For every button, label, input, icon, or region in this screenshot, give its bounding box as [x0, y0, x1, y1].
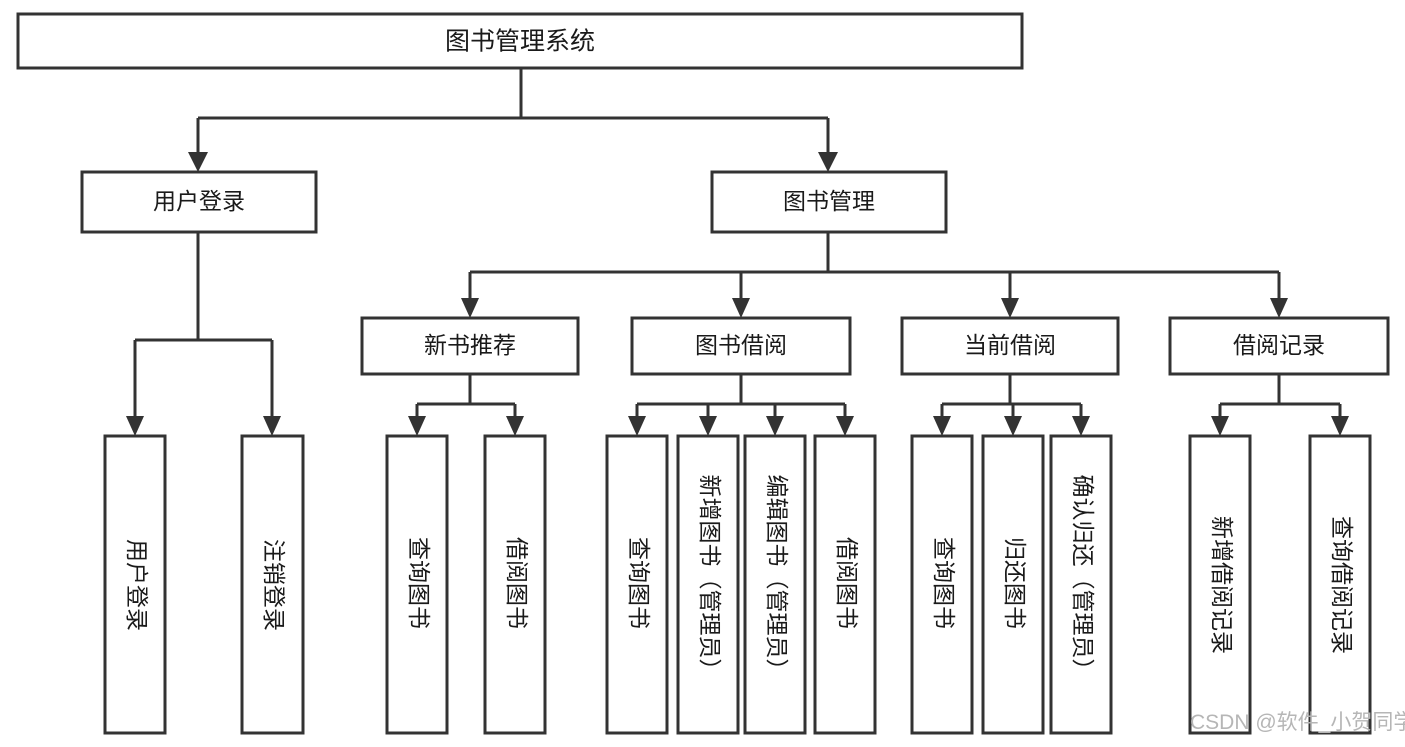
leaf-node-query-book-borrow[interactable]: 查询图书 — [605, 434, 669, 735]
leaf-query-book-rec-label: 查询图书 — [406, 537, 432, 629]
leaf-node-borrow-book[interactable]: 借阅图书 — [813, 434, 877, 735]
arrow-to-user-login — [188, 152, 208, 172]
leaf-add-book-label: 新增图书（管理员） — [697, 475, 723, 682]
arrow-leaf-query-record — [1331, 416, 1349, 436]
node-book-manage-label: 图书管理 — [783, 188, 875, 214]
arrow-leaf-add-record — [1211, 416, 1229, 436]
arrow-leaf-return-book — [1004, 416, 1022, 436]
arrow-new-book-rec — [461, 298, 479, 318]
node-current-borrow[interactable]: 当前借阅 — [900, 316, 1120, 376]
leaf-query-book-rec-box[interactable] — [385, 434, 449, 735]
leaf-group: 用户登录 注销登录 查询图书 借阅图书 查询图书 新增图书（管理员） 编辑图书（… — [103, 434, 1372, 735]
arrow-leaf-edit-book — [766, 416, 784, 436]
node-book-borrow-box[interactable] — [630, 316, 852, 376]
node-root-label: 图书管理系统 — [445, 28, 595, 56]
arrow-leaf-user-login — [126, 416, 144, 436]
node-root[interactable]: 图书管理系统 — [16, 12, 1024, 70]
arrow-leaf-query-book-borrow — [628, 416, 646, 436]
node-current-borrow-box[interactable] — [900, 316, 1120, 376]
level2-group: 用户登录 图书管理 — [80, 170, 948, 234]
leaf-node-add-book[interactable]: 新增图书（管理员） — [676, 434, 740, 735]
node-user-login[interactable]: 用户登录 — [80, 170, 318, 234]
leaf-logout-label: 注销登录 — [261, 539, 287, 631]
leaf-node-query-book-cur[interactable]: 查询图书 — [910, 434, 974, 735]
leaf-node-query-record[interactable]: 查询借阅记录 — [1308, 434, 1372, 735]
leaf-borrow-book-rec-box[interactable] — [483, 434, 547, 735]
leaf-user-login-label: 用户登录 — [124, 539, 150, 631]
arrow-leaf-borrow-book — [836, 416, 854, 436]
leaf-node-return-book[interactable]: 归还图书 — [981, 434, 1045, 735]
node-user-login-label: 用户登录 — [153, 188, 245, 214]
leaf-return-book-label: 归还图书 — [1002, 537, 1028, 629]
leaf-add-record-box[interactable] — [1188, 434, 1252, 735]
node-new-book-rec[interactable]: 新书推荐 — [360, 316, 580, 376]
node-book-manage[interactable]: 图书管理 — [710, 170, 948, 234]
leaf-edit-book-box[interactable] — [743, 434, 807, 735]
node-book-borrow-label: 图书借阅 — [695, 332, 787, 358]
leaf-confirm-return-label: 确认归还（管理员） — [1070, 475, 1096, 682]
leaf-query-record-label: 查询借阅记录 — [1329, 516, 1355, 654]
leaf-node-logout[interactable]: 注销登录 — [240, 434, 305, 735]
leaf-return-book-box[interactable] — [981, 434, 1045, 735]
arrow-leaf-query-book-rec — [408, 416, 426, 436]
leaf-query-book-borrow-label: 查询图书 — [626, 537, 652, 629]
csdn-watermark: CSDN @软件_小贺同学 — [1190, 711, 1405, 734]
leaf-node-confirm-return[interactable]: 确认归还（管理员） — [1049, 434, 1113, 735]
node-borrow-record-label: 借阅记录 — [1233, 332, 1325, 358]
leaf-edit-book-label: 编辑图书（管理员） — [764, 475, 790, 682]
leaf-query-book-borrow-box[interactable] — [605, 434, 669, 735]
node-new-book-rec-box[interactable] — [360, 316, 580, 376]
leaf-node-query-book-rec[interactable]: 查询图书 — [385, 434, 449, 735]
leaf-user-login-box[interactable] — [103, 434, 167, 735]
arrow-leaf-logout — [263, 416, 281, 436]
node-root-box[interactable] — [16, 12, 1024, 70]
leaf-add-record-label: 新增借阅记录 — [1209, 516, 1235, 654]
node-current-borrow-label: 当前借阅 — [964, 332, 1056, 358]
node-book-manage-box[interactable] — [710, 170, 948, 234]
arrow-to-book-manage — [818, 152, 838, 172]
node-user-login-box[interactable] — [80, 170, 318, 234]
leaf-node-user-login[interactable]: 用户登录 — [103, 434, 167, 735]
node-borrow-record-box[interactable] — [1168, 316, 1390, 376]
node-new-book-rec-label: 新书推荐 — [424, 332, 516, 358]
level3-group: 新书推荐 图书借阅 当前借阅 借阅记录 — [360, 316, 1390, 376]
arrow-book-borrow — [732, 298, 750, 318]
arrow-leaf-add-book — [699, 416, 717, 436]
connector-group — [126, 68, 1349, 436]
node-book-borrow[interactable]: 图书借阅 — [630, 316, 852, 376]
arrow-borrow-record — [1270, 298, 1288, 318]
leaf-node-edit-book[interactable]: 编辑图书（管理员） — [743, 434, 807, 735]
leaf-borrow-book-box[interactable] — [813, 434, 877, 735]
node-borrow-record[interactable]: 借阅记录 — [1168, 316, 1390, 376]
leaf-node-add-record[interactable]: 新增借阅记录 — [1188, 434, 1252, 735]
leaf-query-book-cur-box[interactable] — [910, 434, 974, 735]
leaf-borrow-book-rec-label: 借阅图书 — [504, 537, 530, 629]
leaf-query-book-cur-label: 查询图书 — [931, 537, 957, 629]
leaf-confirm-return-box[interactable] — [1049, 434, 1113, 735]
leaf-add-book-box[interactable] — [676, 434, 740, 735]
arrow-leaf-confirm-return — [1072, 416, 1090, 436]
arrow-leaf-borrow-book-rec — [506, 416, 524, 436]
arrow-current-borrow — [1001, 298, 1019, 318]
leaf-query-record-box[interactable] — [1308, 434, 1372, 735]
leaf-node-borrow-book-rec[interactable]: 借阅图书 — [483, 434, 547, 735]
leaf-logout-box[interactable] — [240, 434, 305, 735]
arrow-leaf-query-book-cur — [933, 416, 951, 436]
leaf-borrow-book-label: 借阅图书 — [834, 537, 860, 629]
